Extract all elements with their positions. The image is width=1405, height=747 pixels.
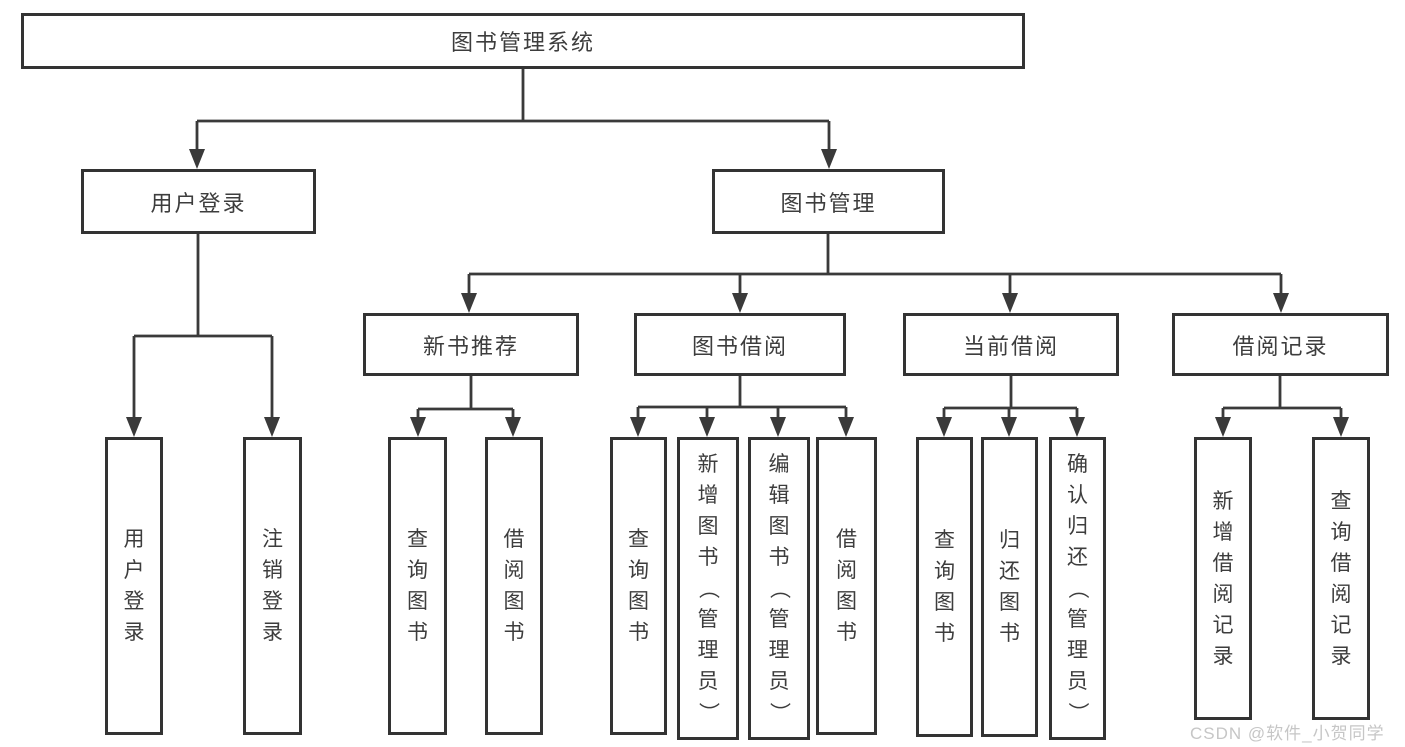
group-current-borrow-label: 当前借阅: [962, 333, 1059, 359]
leaf-add-book-admin: 新增图书（管理员）: [677, 437, 739, 740]
leaf-add-borrow-record: 新增借阅记录: [1194, 437, 1252, 720]
arrowhead: [1001, 417, 1017, 437]
arrowhead: [1333, 417, 1349, 437]
group-borrow-record: 借阅记录: [1172, 313, 1389, 376]
arrowhead: [264, 417, 280, 437]
branch-book-management: 图书管理: [712, 169, 945, 234]
leaf-query-borrow-record: 查询借阅记录: [1312, 437, 1370, 720]
arrowhead: [1273, 293, 1289, 313]
arrowhead: [126, 417, 142, 437]
arrowhead: [821, 149, 837, 169]
group-borrow-record-label: 借阅记录: [1232, 333, 1329, 359]
arrowhead: [699, 417, 715, 437]
root-node-label: 图书管理系统: [450, 30, 595, 55]
arrowhead: [410, 417, 426, 437]
group-new-book-recommend: 新书推荐: [363, 313, 579, 376]
leaf-user-login: 用户登录: [105, 437, 163, 735]
arrowhead: [461, 293, 477, 313]
arrowhead: [189, 149, 205, 169]
arrowhead: [838, 417, 854, 437]
arrowhead: [770, 417, 786, 437]
leaf-confirm-return-admin: 确认归还（管理员）: [1049, 437, 1106, 740]
leaf-query-book-3: 查询图书: [916, 437, 973, 737]
arrowheads: [126, 149, 1349, 437]
root-node: 图书管理系统: [21, 13, 1025, 69]
arrowhead: [1215, 417, 1231, 437]
arrowhead: [630, 417, 646, 437]
leaf-return-book: 归还图书: [981, 437, 1038, 737]
branch-book-management-label: 图书管理: [780, 190, 877, 216]
arrowhead: [1002, 293, 1018, 313]
arrowhead: [505, 417, 521, 437]
arrowhead: [732, 293, 748, 313]
leaf-query-book-1: 查询图书: [388, 437, 447, 735]
group-new-book-recommend-label: 新书推荐: [422, 333, 519, 359]
leaf-query-book-2: 查询图书: [610, 437, 667, 735]
group-current-borrow: 当前借阅: [903, 313, 1119, 376]
leaf-borrow-book-2: 借阅图书: [816, 437, 877, 735]
leaf-edit-book-admin: 编辑图书（管理员）: [748, 437, 810, 740]
branch-user-login: 用户登录: [81, 169, 316, 234]
connector-path: [132, 68, 1343, 418]
group-book-borrow-label: 图书借阅: [691, 333, 788, 359]
branch-user-login-label: 用户登录: [150, 190, 247, 216]
arrowhead: [936, 417, 952, 437]
arrowhead: [1069, 417, 1085, 437]
leaf-borrow-book-1: 借阅图书: [485, 437, 543, 735]
group-book-borrow: 图书借阅: [634, 313, 846, 376]
csdn-watermark: CSDN @软件_小贺同学: [1190, 724, 1385, 743]
leaf-logout: 注销登录: [243, 437, 302, 735]
